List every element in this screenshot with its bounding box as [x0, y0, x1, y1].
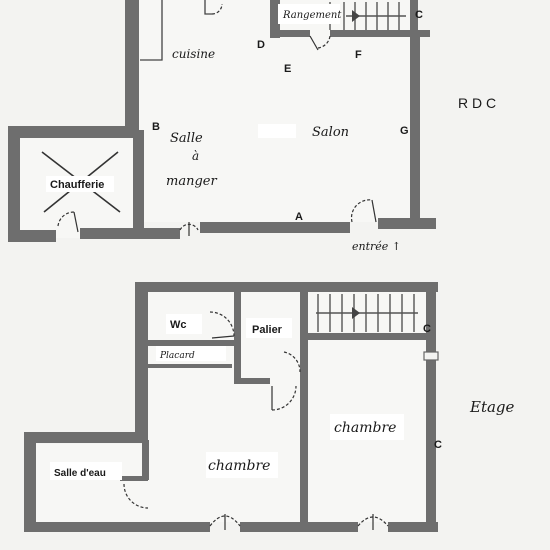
wall-upper-left: [135, 282, 148, 434]
room-label-salle-line1: Salle: [170, 131, 203, 146]
wall-palier-bottom: [234, 378, 270, 384]
wall-salle-deau-right: [142, 440, 149, 480]
room-label-chambre-left: chambre: [208, 458, 270, 474]
room-label-cuisine: cuisine: [172, 47, 215, 61]
wall-upper-right: [426, 360, 436, 525]
rangement-door-arc: [317, 35, 331, 49]
room-label-salle-line2: à: [192, 149, 199, 163]
wall-mark-e: E: [284, 63, 291, 75]
entrance-label: entrée ↑: [352, 240, 401, 253]
cuisine-corner: [204, 0, 212, 15]
wall-mark-d: D: [257, 39, 265, 51]
room-label-placard: Placard: [159, 351, 195, 361]
wall-chambre-divider: [300, 292, 308, 527]
room-label-palier: Palier: [252, 324, 283, 336]
wall-c-top: [410, 0, 418, 30]
wall-mark-c-side: C: [434, 439, 442, 451]
chambre-left-label-patch: [206, 452, 278, 478]
wall-rangement-left: [270, 0, 280, 38]
salon-label-patch: [258, 124, 296, 138]
wall-mark-b: B: [152, 121, 160, 133]
chaufferie-label-patch: [46, 176, 114, 192]
wall-mark-c-upper: C: [423, 323, 431, 335]
chambre-right-door-arc: [283, 351, 301, 373]
wall-stair-bottom: [300, 333, 430, 340]
room-label-salle-deau: Salle d'eau: [54, 468, 106, 479]
wall-mark-a: A: [295, 211, 303, 223]
room-label-chaufferie: Chaufferie: [50, 179, 104, 191]
wall-salle-deau-left: [24, 432, 36, 532]
upper-staircase: [316, 294, 418, 332]
wall-upper-bottom-left: [24, 522, 210, 532]
room-label-chambre-right: chambre: [334, 420, 396, 436]
wall-b-lower: [133, 130, 144, 230]
wall-b-upper: [125, 0, 139, 130]
wall-bottom-left: [8, 230, 56, 242]
chambre-right-label-patch: [330, 414, 404, 440]
wall-mark-g: G: [400, 125, 409, 137]
wall-chaufferie-top: [8, 126, 138, 138]
wall-upper-bottom-middle: [240, 522, 358, 532]
wall-bottom-right: [378, 218, 436, 229]
wall-salle-deau-stub: [120, 476, 148, 481]
wall-palier-left: [234, 292, 241, 382]
wall-upper-top: [135, 282, 438, 292]
wall-upper-c-top: [426, 292, 436, 352]
room-label-rangement: Rangement: [282, 10, 342, 21]
chaufferie-door-arc: [57, 211, 75, 227]
ground-staircase: [329, 2, 406, 30]
wall-g: [410, 35, 420, 225]
upper-window-right-arc: [357, 516, 389, 527]
salle-deau-floor: [36, 444, 146, 522]
wall-bottom-middle: [80, 228, 180, 239]
upper-window-c: [423, 351, 439, 361]
level-label-etage: Etage: [469, 398, 515, 416]
upper-floor-plan: Wc Palier Placard Salle d'eau chambre ch…: [24, 282, 515, 532]
cuisine-door-arc: [211, 3, 223, 15]
wall-wc-bottom: [148, 340, 238, 346]
wall-f: [330, 30, 430, 37]
rangement-label-patch: [278, 4, 340, 24]
level-label-rdc: R D C: [458, 95, 496, 111]
wall-salle-deau-top: [24, 432, 148, 443]
wall-upper-bottom-right: [388, 522, 438, 532]
cuisine-outline: [140, 0, 163, 61]
room-label-salle-line3: manger: [166, 174, 217, 189]
wall-chaufferie-left: [8, 126, 20, 242]
salle-deau-label-patch: [50, 462, 122, 480]
wall-a: [200, 222, 350, 233]
palier-label-patch: [246, 318, 292, 338]
entrance-door-arc: [350, 199, 373, 223]
wall-mark-c: C: [415, 9, 423, 21]
room-label-salon: Salon: [312, 125, 349, 140]
room-label-wc: Wc: [170, 319, 187, 331]
wall-mark-f: F: [355, 49, 362, 61]
wc-label-patch: [166, 314, 202, 334]
wall-placard: [146, 364, 232, 368]
ground-floor-plan: cuisine Rangement Salle à manger Salon C…: [8, 0, 496, 253]
wall-rangement-bottom: [270, 30, 310, 37]
placard-label-patch: [156, 346, 226, 361]
